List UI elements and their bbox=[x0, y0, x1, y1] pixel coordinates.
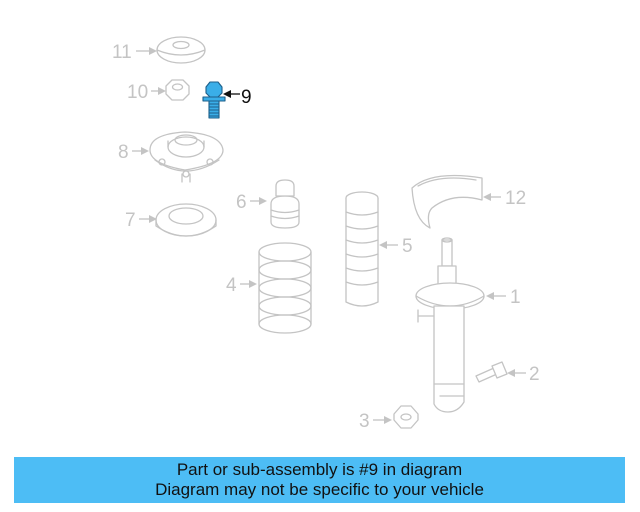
part-4-coil-spring bbox=[258, 242, 312, 334]
part-11-washer bbox=[156, 36, 206, 64]
callout-5: 5 bbox=[379, 236, 413, 257]
callout-7: 7 bbox=[125, 210, 157, 231]
callout-6: 6 bbox=[236, 192, 267, 213]
part-9-bolt bbox=[202, 81, 226, 119]
svg-text:1: 1 bbox=[510, 287, 521, 308]
svg-text:5: 5 bbox=[402, 236, 413, 257]
part-2-pinch-bolt bbox=[475, 361, 508, 383]
part-8-strut-mount bbox=[149, 131, 224, 183]
svg-text:9: 9 bbox=[241, 87, 252, 108]
part-10-nut bbox=[165, 79, 190, 101]
part-7-bearing bbox=[155, 203, 217, 237]
callout-9: 9 bbox=[223, 87, 252, 108]
callout-2: 2 bbox=[507, 364, 540, 385]
callout-11: 11 bbox=[112, 42, 157, 63]
callout-4: 4 bbox=[226, 275, 257, 296]
callout-12: 12 bbox=[483, 188, 526, 209]
svg-text:3: 3 bbox=[359, 411, 370, 432]
svg-text:2: 2 bbox=[529, 364, 540, 385]
part-5-dust-boot bbox=[345, 191, 379, 307]
callout-8: 8 bbox=[118, 142, 149, 163]
svg-text:11: 11 bbox=[112, 42, 132, 63]
callout-10: 10 bbox=[127, 82, 166, 103]
banner-line-1: Part or sub-assembly is #9 in diagram bbox=[176, 460, 463, 479]
svg-text:12: 12 bbox=[505, 188, 526, 209]
callout-1: 1 bbox=[486, 287, 521, 308]
parts-diagram: 11 10 9 8 bbox=[112, 36, 540, 432]
info-banner: Part or sub-assembly is #9 in diagram Di… bbox=[14, 457, 625, 503]
banner-line-2: Diagram may not be specific to your vehi… bbox=[155, 480, 484, 499]
part-12-spring-seat bbox=[411, 174, 483, 229]
svg-text:6: 6 bbox=[236, 192, 247, 213]
svg-text:8: 8 bbox=[118, 142, 129, 163]
part-6-bump-stop bbox=[270, 179, 300, 229]
svg-text:7: 7 bbox=[125, 210, 136, 231]
svg-text:10: 10 bbox=[127, 82, 148, 103]
part-1-strut bbox=[415, 237, 485, 413]
callout-3: 3 bbox=[359, 411, 392, 432]
part-3-nut bbox=[393, 405, 419, 429]
svg-text:4: 4 bbox=[226, 275, 237, 296]
